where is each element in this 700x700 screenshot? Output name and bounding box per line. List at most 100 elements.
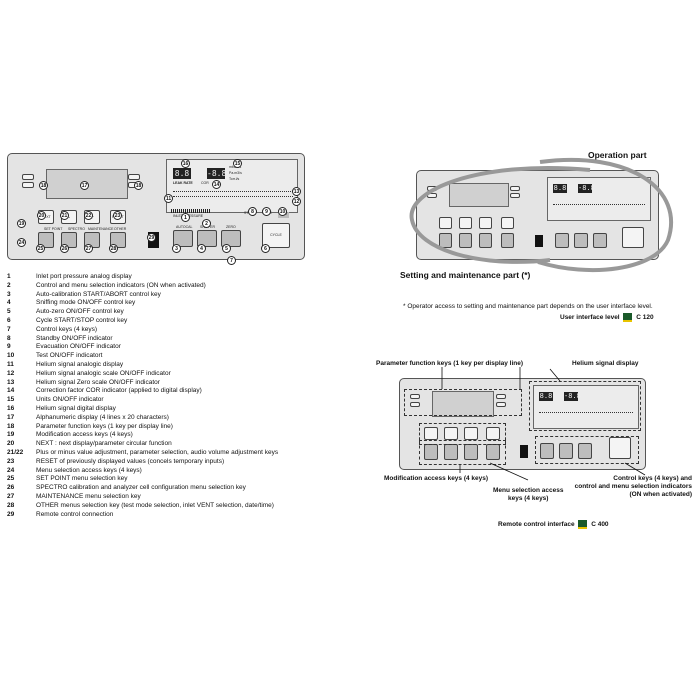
callout-number: 6 [261, 244, 270, 253]
callout-number: 13 [292, 187, 301, 196]
callout-leaders [441, 367, 646, 481]
legend-text: Correction factor COR indicator (applied… [36, 387, 202, 395]
func-param-key-4[interactable] [496, 402, 506, 407]
param-key-3[interactable] [128, 174, 140, 180]
legend-text: Control keys (4 keys) [36, 325, 98, 333]
front-panel-diagram: NEXT - + RESET SET POINT SPECTRO MAINTEN… [7, 153, 305, 260]
callout-number: 25 [36, 244, 45, 253]
func-remote-connector [520, 445, 528, 458]
legend-number: 12 [7, 369, 15, 377]
control-keys-callout: Control keys (4 keys) and control and me… [575, 475, 692, 499]
overview-menu-key-2[interactable] [459, 233, 472, 248]
legend-number: 4 [7, 299, 11, 307]
param-keys-callout: Parameter function keys (1 key per displ… [376, 360, 524, 367]
func-mod-key-3[interactable] [464, 427, 478, 440]
cycle-key[interactable]: CYCLE [262, 223, 290, 248]
callout-number: 26 [60, 244, 69, 253]
callout-number: 15 [233, 159, 242, 168]
func-param-key-2[interactable] [410, 402, 420, 407]
callout-number: 23 [113, 211, 122, 220]
legend-text: SET POINT menu selection key [36, 475, 128, 483]
func-mod-key-2[interactable] [444, 427, 458, 440]
overview-mod-key-2[interactable] [459, 217, 472, 229]
overview-cycle-key[interactable] [622, 227, 644, 248]
func-helium-digits: 8.8 [539, 392, 553, 401]
legend-number: 24 [7, 466, 15, 474]
func-helium-display: 8.8 -8.8 [533, 385, 639, 429]
func-mod-key-1[interactable] [424, 427, 438, 440]
operation-part-heading: Operation part [588, 150, 647, 160]
func-param-key-3[interactable] [496, 394, 506, 399]
callout-number: 16 [181, 159, 190, 168]
overview-mod-key-4[interactable] [501, 217, 514, 229]
legend-text: SPECTRO calibration and analyzer cell co… [36, 484, 246, 492]
param-key-2[interactable] [22, 182, 34, 188]
remote-interface-label: Remote control interface [498, 521, 575, 529]
func-mod-key-4[interactable] [486, 427, 500, 440]
helium-display-area: 8.8 -8.8 LEAK RATE COR mbar.l/s Pa.m3/s … [166, 159, 298, 213]
overview-menu-key-4[interactable] [501, 233, 514, 248]
legend-item: 21/22 Plus or minus value adjustment, par… [7, 449, 307, 458]
menu-keys-callout: Menu selection access keys (4 keys) [493, 487, 563, 503]
overview-menu-key-1[interactable] [439, 233, 452, 248]
func-cycle-key[interactable] [609, 437, 631, 459]
legend-number: 21/22 [7, 448, 24, 456]
callout-number: 14 [212, 180, 221, 189]
func-param-key-1[interactable] [410, 394, 420, 399]
callout-number: 11 [164, 194, 173, 203]
overview-control-key-2[interactable] [574, 233, 588, 248]
overview-control-key-3[interactable] [593, 233, 607, 248]
param-keys-group [404, 389, 522, 416]
spectro-label: SPECTRO [68, 227, 85, 231]
autocal-key[interactable] [173, 230, 193, 247]
legend-text: Units ON/OFF indicator [36, 396, 104, 404]
legend-text: Helium signal analogic scale ON/OFF indi… [36, 369, 171, 377]
legend-text: Helium signal analogic display [36, 360, 124, 368]
legend-text: Sniffing mode ON/OFF control key [36, 299, 136, 307]
legend-number: 26 [7, 484, 15, 492]
mod-keys-callout: Modification access keys (4 keys) [384, 475, 489, 482]
func-helium-exponent: -8.8 [564, 392, 581, 401]
param-key-1[interactable] [22, 174, 34, 180]
callout-number: 17 [80, 181, 89, 190]
legend-number: 18 [7, 422, 15, 430]
inlet-pressure-bar [171, 209, 211, 213]
legend-number: 2 [7, 281, 11, 289]
mod-keys-group [419, 423, 506, 445]
func-control-key-2[interactable] [559, 443, 573, 459]
func-control-key-3[interactable] [578, 443, 592, 459]
callout-number: 19 [17, 219, 26, 228]
other-label: OTHER [114, 227, 127, 231]
legend-number: 9 [7, 343, 11, 351]
overview-param-key-3[interactable] [510, 186, 520, 191]
legend-number: 23 [7, 457, 15, 465]
sniffer-key[interactable] [197, 230, 217, 247]
func-control-key-1[interactable] [540, 443, 554, 459]
callout-number: 4 [197, 244, 206, 253]
zero-key[interactable] [221, 230, 241, 247]
callout-number: 1 [181, 213, 190, 222]
overview-param-key-4[interactable] [510, 193, 520, 198]
overview-menu-key-3[interactable] [479, 233, 492, 248]
overview-helium-digits: 8.8 [553, 184, 567, 193]
callout-number: 7 [227, 256, 236, 265]
minus-key-label: - [68, 215, 70, 221]
legend-text: Plus or minus value adjustment, paramete… [36, 448, 279, 456]
overview-panel: 8.8 -8.8 [416, 170, 659, 260]
helium-bargraph-2 [173, 196, 293, 199]
remote-book-icon [578, 520, 588, 529]
overview-mod-key-1[interactable] [439, 217, 452, 229]
legend-number: 15 [7, 396, 15, 404]
overview-mod-key-3[interactable] [479, 217, 492, 229]
legend-text: Control and menu selection indicators (O… [36, 281, 206, 289]
legend-text: Remote control connection [36, 510, 114, 518]
overview-control-key-1[interactable] [555, 233, 569, 248]
